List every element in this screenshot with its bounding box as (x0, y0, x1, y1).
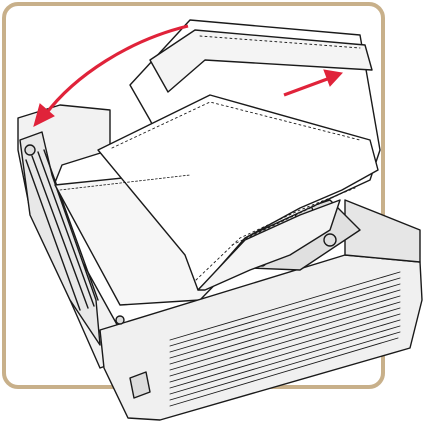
curved-arrow (43, 24, 189, 116)
curved-arrow-head-icon (33, 103, 55, 127)
motion-arrows (33, 24, 343, 127)
paper-fold-top (149, 29, 373, 93)
paper-edge-dashed (59, 174, 191, 191)
paper-front-sheet (97, 94, 379, 291)
front-latch (129, 371, 151, 399)
front-grill (169, 271, 401, 407)
printer-left-wall (19, 131, 101, 346)
left-wall-ribs (25, 149, 99, 311)
paper-under-curl (197, 199, 341, 291)
printer-drawing (17, 19, 423, 421)
hinge-screw-bottom (115, 315, 125, 325)
straight-arrow-head-icon (323, 69, 343, 87)
hinge-screw-left (24, 144, 36, 156)
paper-sprocket-holes (111, 35, 361, 281)
straight-arrow (283, 76, 331, 97)
